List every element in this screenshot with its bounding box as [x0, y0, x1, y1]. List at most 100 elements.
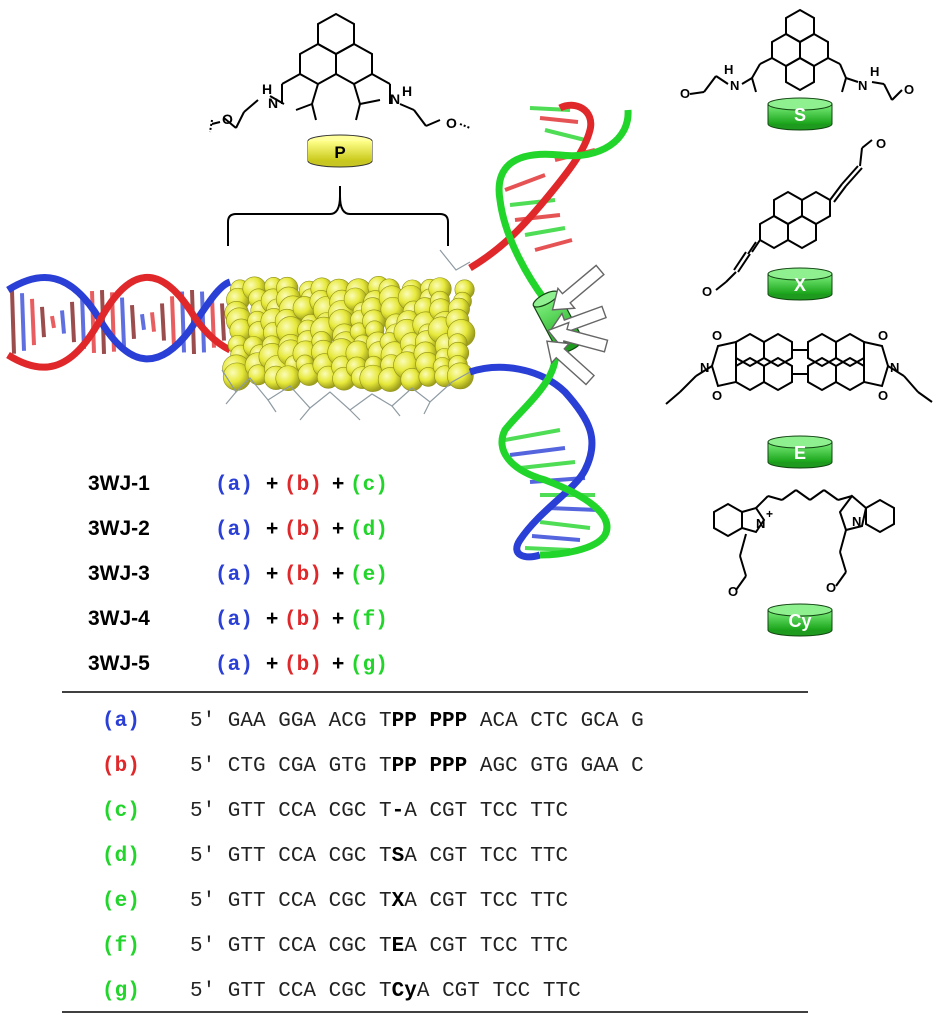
base-pair — [170, 296, 176, 348]
svg-text:O: O — [712, 328, 722, 343]
junction-part: (b) — [284, 654, 322, 677]
junction-part: (a) — [215, 654, 253, 677]
atom-o1: O — [222, 111, 233, 127]
atom-h2: H — [402, 83, 412, 99]
svg-text:N: N — [858, 78, 867, 93]
base-pair — [90, 290, 96, 354]
chem-atoms-cy: N + N O O — [728, 507, 861, 599]
svg-text:N: N — [852, 514, 861, 529]
atom-o2: O — [446, 115, 457, 131]
seq-text: 5′ GTT CCA CGC TSA CGT TCC TTC — [190, 845, 568, 868]
seq-text: 5′ GTT CCA CGC TEA CGT TCC TTC — [190, 935, 568, 958]
disc-p: P — [307, 134, 373, 168]
svg-text:O: O — [826, 580, 836, 595]
svg-text:O: O — [712, 388, 722, 403]
junction-list: 3WJ-1(a)+(b)+(c)3WJ-2(a)+(b)+(d)3WJ-3(a)… — [88, 472, 388, 677]
atom-h1: H — [262, 81, 272, 97]
junction-part: (f) — [350, 609, 388, 632]
disc-p-label: P — [334, 143, 345, 162]
base-pair — [30, 298, 36, 346]
atom-n1: N — [268, 95, 278, 111]
junction-part: (a) — [215, 474, 253, 497]
base-pair — [130, 304, 136, 340]
base-pair — [504, 428, 561, 442]
base-pair — [524, 546, 571, 552]
strand-a-lower — [468, 363, 596, 561]
junction-part: (a) — [215, 519, 253, 542]
chem-atoms-x: O O — [702, 136, 886, 299]
base-pair — [20, 293, 26, 351]
base-pair — [509, 446, 566, 457]
junction-part: + — [332, 472, 344, 495]
seq-label: (a) — [102, 710, 140, 733]
base-pair — [539, 520, 591, 530]
junction-part: (a) — [215, 564, 253, 587]
junction-part: + — [266, 652, 278, 675]
seq-text: 5′ CTG CGA GTG TPP PPP AGC GTG GAA C — [190, 755, 644, 778]
base-pair — [504, 173, 546, 192]
junction-part: (b) — [284, 519, 322, 542]
svg-text:O: O — [878, 328, 888, 343]
base-pair — [519, 460, 576, 470]
junction-part: + — [266, 607, 278, 630]
svg-text:O: O — [728, 584, 738, 599]
chem-structure-cy — [713, 489, 895, 591]
svg-text:H: H — [724, 62, 733, 77]
seq-label: (c) — [102, 800, 140, 823]
junction-part: (d) — [350, 519, 388, 542]
disc-label: X — [794, 275, 806, 295]
base-pair — [10, 290, 16, 354]
disc-label: Cy — [788, 611, 811, 631]
disc-label: S — [794, 105, 806, 125]
svg-text:N: N — [730, 78, 739, 93]
svg-text:+: + — [766, 507, 773, 521]
svg-text:O: O — [680, 86, 690, 101]
base-pair — [60, 310, 66, 334]
seq-label: (b) — [102, 755, 140, 778]
svg-text:O: O — [702, 284, 712, 299]
junction-name: 3WJ-1 — [88, 472, 150, 495]
junction-name: 3WJ-5 — [88, 652, 150, 675]
strand-c-lower — [498, 349, 611, 559]
sphere — [446, 362, 474, 390]
junction-part: + — [266, 562, 278, 585]
junction-part: (b) — [284, 564, 322, 587]
seq-label: (e) — [102, 890, 140, 913]
linkers — [221, 249, 471, 421]
junction-part: (b) — [284, 609, 322, 632]
junction-part: + — [332, 517, 344, 540]
junction-part: (b) — [284, 474, 322, 497]
chem-atoms-s: H N N H O O — [680, 62, 914, 101]
junction-part: + — [332, 652, 344, 675]
seq-label: (d) — [102, 845, 140, 868]
base-pair — [140, 313, 146, 331]
base-pair — [220, 303, 226, 341]
junction-name: 3WJ-3 — [88, 562, 150, 585]
sequence-table: (a) 5′ GAA GGA ACG TPP PPP ACA CTC GCA G (… — [102, 710, 644, 1003]
chem-structure-e — [665, 332, 933, 405]
base-pair — [524, 226, 566, 237]
base-pair — [547, 506, 599, 512]
junction-part: (a) — [215, 609, 253, 632]
junction-part: (g) — [350, 654, 388, 677]
seq-text: 5′ GTT CCA CGC T-A CGT TCC TTC — [190, 800, 568, 823]
perylene-stack — [222, 276, 476, 392]
junction-part: + — [332, 607, 344, 630]
svg-text:H: H — [870, 64, 879, 79]
base-pair — [50, 315, 56, 329]
seq-text: 5′ GAA GGA ACG TPP PPP ACA CTC GCA G — [190, 710, 644, 733]
seq-label: (g) — [102, 980, 140, 1003]
svg-text:N: N — [890, 360, 899, 375]
svg-text:O: O — [904, 82, 914, 97]
svg-text:N: N — [756, 516, 765, 531]
base-pair — [200, 291, 206, 353]
dna-duplex-left — [6, 273, 232, 371]
seq-text: 5′ GTT CCA CGC TCyA CGT TCC TTC — [190, 980, 581, 1003]
chem-atoms-p: H N N H O O — [222, 81, 457, 131]
atom-n2: N — [390, 91, 400, 107]
chem-structure-s — [689, 8, 903, 101]
strand-a-left — [6, 274, 232, 363]
junction-name: 3WJ-2 — [88, 517, 150, 540]
junction-part: + — [266, 472, 278, 495]
